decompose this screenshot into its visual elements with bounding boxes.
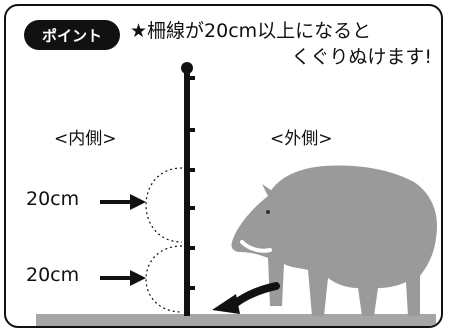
boar-eye <box>266 210 270 214</box>
point-badge-label: ポイント <box>41 26 102 45</box>
wild-boar-silhouette <box>231 165 438 316</box>
boar-tusk <box>240 240 272 253</box>
illustration-frame: ポイント ★柵線が20cm以上になると くぐりぬけます! <内側> <外側> 2… <box>4 4 443 328</box>
fence-scene <box>36 62 438 326</box>
right-arrow-icon <box>100 270 146 286</box>
outside-label: <外側> <box>270 129 333 149</box>
note-text: ★柵線が20cm以上になると くぐりぬけます! <box>130 18 440 70</box>
gap-outline-upper <box>145 167 183 243</box>
gap-measure-lower: 20cm <box>26 264 80 286</box>
gap-measure-upper: 20cm <box>26 188 80 210</box>
fence-post <box>181 62 195 316</box>
point-badge: ポイント <box>24 20 120 50</box>
curved-arrow-icon <box>212 282 280 314</box>
note-line-2: くぐりぬけます! <box>291 46 432 68</box>
right-arrow-icon <box>100 194 146 210</box>
inside-label: <内側> <box>54 129 117 149</box>
note-line-1: ★柵線が20cm以上になると <box>130 20 372 42</box>
ground <box>36 314 436 326</box>
gap-outline-lower <box>145 245 183 313</box>
